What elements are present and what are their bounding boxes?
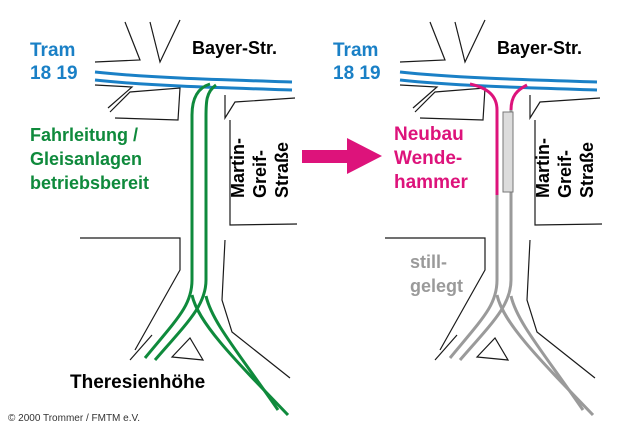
right-panel <box>385 19 603 417</box>
spur-track-right <box>153 83 217 361</box>
spur-track-branch-inner <box>204 295 280 411</box>
left-street-outlines <box>80 19 298 379</box>
status-operational-label: Fahrleitung / Gleisanlagen betriebsberei… <box>30 125 150 193</box>
right-tram-tracks <box>399 70 598 92</box>
tram-track-lower <box>399 78 598 92</box>
right-tram-lines: 18 19 <box>333 63 381 84</box>
left-tram-tracks <box>94 70 293 92</box>
right-street-martin-greif: Martin- Greif- Straße <box>533 138 597 198</box>
right-decommissioned-tracks <box>448 110 595 417</box>
right-street-bayer: Bayer-Str. <box>497 38 583 58</box>
tram-track-upper <box>94 70 293 84</box>
hammer-track-right <box>509 83 528 111</box>
left-spur-tracks <box>143 82 290 417</box>
left-tram-label: Tram <box>30 40 76 61</box>
place-theresienhoehe: Theresienhöhe <box>70 372 206 393</box>
new-turning-hammer-label: Neubau Wende- hammer <box>394 124 468 193</box>
turning-hammer-new <box>469 82 528 195</box>
copyright-notice: © 2000 Trommer / FMTM e.V. <box>8 413 141 424</box>
decommissioned-label: still- gelegt <box>410 252 464 296</box>
left-tram-lines: 18 19 <box>30 63 78 84</box>
left-panel <box>80 19 298 417</box>
right-arrow-icon <box>302 138 382 174</box>
closed-track-left <box>448 110 499 359</box>
right-tram-label: Tram <box>333 40 379 61</box>
closed-track-right <box>458 110 513 361</box>
tram-track-upper <box>399 70 598 84</box>
left-street-bayer: Bayer-Str. <box>192 38 278 58</box>
closed-track-branch-inner <box>509 295 585 411</box>
tram-track-lower <box>94 78 293 92</box>
left-street-martin-greif: Martin- Greif- Straße <box>228 138 292 198</box>
right-street-outlines <box>385 19 603 379</box>
platform <box>502 111 514 193</box>
hammer-track-left <box>469 82 499 195</box>
spur-track-left <box>143 82 211 359</box>
